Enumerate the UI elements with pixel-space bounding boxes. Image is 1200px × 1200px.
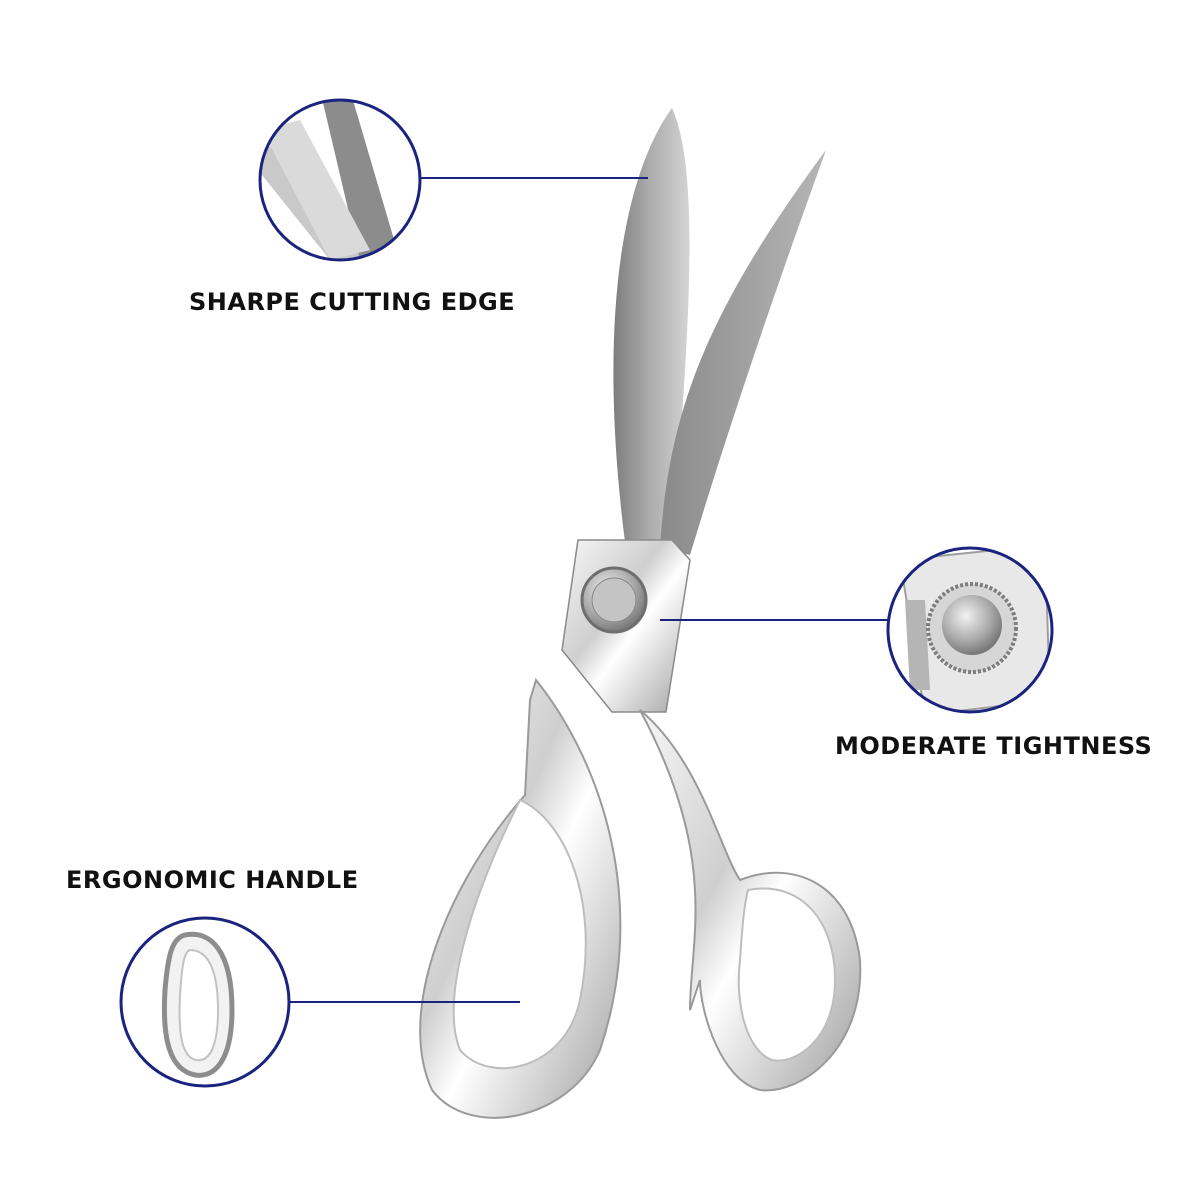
tightness-label: MODERATE TIGHTNESS (835, 732, 1153, 760)
handle-label: ERGONOMIC HANDLE (66, 866, 359, 894)
callout-tightness (660, 546, 1054, 714)
pivot-assembly (561, 539, 691, 713)
cutting-edge-label: SHARPE CUTTING EDGE (189, 288, 516, 316)
scissor-blades (613, 108, 826, 555)
callout-handle (119, 916, 520, 1088)
lower-blade (660, 150, 826, 555)
upper-blade (613, 108, 690, 542)
right-handle (639, 709, 862, 1092)
callout-cutting-edge (258, 98, 648, 262)
left-handle (419, 677, 622, 1119)
